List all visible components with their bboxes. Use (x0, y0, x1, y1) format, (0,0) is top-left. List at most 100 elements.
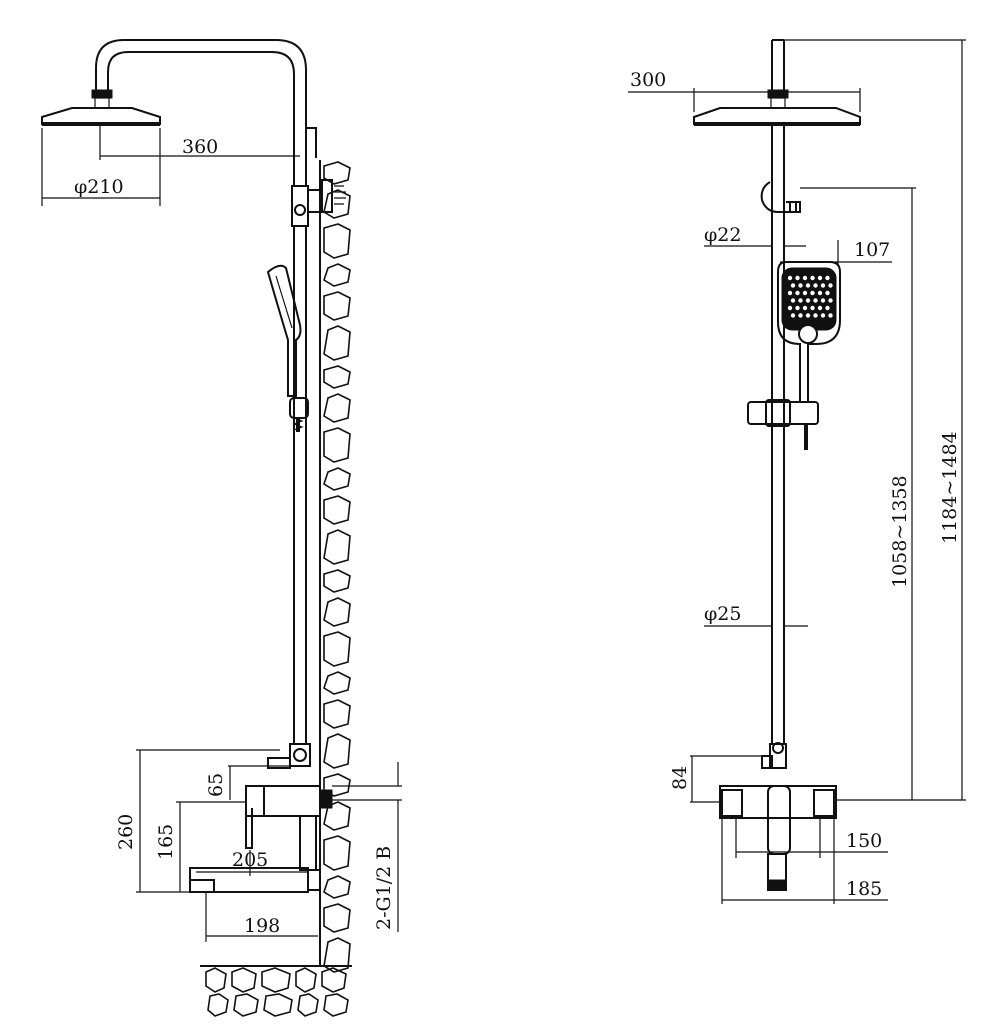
stone-shape (297, 993, 319, 1017)
dim-valve-height: 84 (669, 766, 691, 790)
side-view: 360 φ210 260 65 165 205 198 2-G1/2 B (41, 39, 402, 1017)
stone-shape (323, 291, 351, 321)
dim-hand-shower-width: 107 (854, 239, 890, 261)
clamp-knob (294, 204, 306, 216)
head-neck (94, 97, 110, 109)
stone-shape (323, 427, 351, 463)
arm-hook (306, 127, 317, 158)
nozzle-dot (817, 275, 823, 281)
head-connector (91, 89, 113, 99)
dim-lever-length: 205 (232, 849, 268, 871)
stone-shape (261, 967, 291, 993)
stone-shape (295, 967, 317, 993)
dim-spout-tip-offset: 65 (205, 773, 227, 797)
nozzle-dot (825, 305, 830, 311)
diverter-side (289, 743, 311, 767)
stone-shape (323, 903, 351, 933)
nozzle-dot (802, 275, 808, 281)
nozzle-dot (828, 313, 833, 318)
nozzle-dot (825, 275, 830, 281)
nozzle-dot (805, 298, 811, 303)
shower-arm-inner (107, 51, 295, 185)
nozzle-dot (810, 305, 815, 311)
nozzle-dot (813, 283, 818, 288)
stone-shape (323, 993, 349, 1017)
dim-valve-body-width: 150 (846, 830, 882, 852)
stone-shape (321, 967, 347, 993)
nozzle-dot (813, 298, 818, 303)
stone-shape (263, 993, 293, 1017)
nozzle-dot (798, 298, 803, 303)
stone-shape (323, 223, 351, 259)
dim-total-mixer-height: 260 (115, 814, 137, 850)
stone-shape (231, 967, 257, 993)
valve-body-side (245, 785, 321, 817)
stone-shape (323, 699, 351, 729)
stone-shape (323, 671, 351, 695)
nozzle-dot (802, 290, 808, 296)
nozzle-dot (798, 283, 803, 288)
front-view: 300 φ22 107 φ25 1058~1358 1184~1484 84 1… (628, 39, 966, 904)
hand-shower-side (266, 264, 302, 397)
nozzle-dot (805, 313, 811, 318)
spout-tip-side (267, 757, 291, 769)
nozzle-dot (802, 305, 808, 311)
dim-inlet-thread: 2-G1/2 B (373, 846, 395, 930)
nozzle-dot (810, 275, 815, 281)
nozzle-dot (790, 313, 796, 318)
mode-button (798, 324, 818, 344)
dim-valve-total-width: 185 (846, 878, 882, 900)
stone-shape (207, 993, 229, 1017)
stone-shape (323, 467, 351, 491)
nozzle-dot (795, 290, 800, 296)
stone-shape (323, 631, 351, 667)
top-clamp-front (760, 181, 797, 213)
nozzle-dot (820, 313, 826, 318)
nozzle-dot (817, 290, 823, 296)
wall-stone-texture (323, 161, 351, 973)
dim-spout-height: 165 (155, 824, 177, 860)
stone-shape (205, 967, 227, 993)
dim-head-diameter: φ210 (74, 176, 124, 198)
stone-shape (323, 393, 351, 423)
stone-shape (323, 161, 351, 185)
stone-shape (323, 569, 351, 593)
nozzle-dot (810, 290, 815, 296)
nozzle-dot (795, 275, 800, 281)
stone-shape (323, 325, 351, 361)
valve-handle-front (767, 785, 791, 855)
nozzle-dot (828, 298, 833, 303)
nozzle-dot (825, 290, 830, 296)
stone-shape (323, 365, 351, 389)
stone-shape (233, 993, 259, 1017)
nozzle-dot (787, 290, 793, 296)
floor-stone-texture (205, 967, 349, 1017)
dim-spout-length: 198 (244, 915, 280, 937)
nozzle-dot (820, 298, 826, 303)
valve-lever-side (245, 808, 253, 849)
stone-shape (323, 189, 351, 219)
hand-shower-front (777, 261, 841, 403)
stone-shape (323, 875, 351, 899)
stone-shape (323, 733, 351, 769)
nozzle-dot (817, 305, 823, 311)
inlet-connector (319, 789, 333, 809)
nozzle-grid (787, 275, 833, 318)
stone-shape (323, 263, 351, 287)
nozzle-dot (795, 305, 800, 311)
stone-shape (323, 835, 351, 871)
nozzle-dot (787, 305, 793, 311)
nozzle-dot (820, 283, 826, 288)
nozzle-dot (787, 275, 793, 281)
rain-head-side (41, 107, 161, 125)
nozzle-dot (828, 283, 833, 288)
dim-upper-pipe-diameter: φ22 (704, 224, 741, 246)
nozzle-dot (798, 313, 803, 318)
slider-bar-front (747, 401, 819, 425)
stone-shape (323, 801, 351, 831)
nozzle-dot (790, 298, 796, 303)
rain-head-front (693, 107, 861, 125)
dim-arm-reach: 360 (182, 136, 218, 158)
shower-arm (95, 39, 307, 185)
